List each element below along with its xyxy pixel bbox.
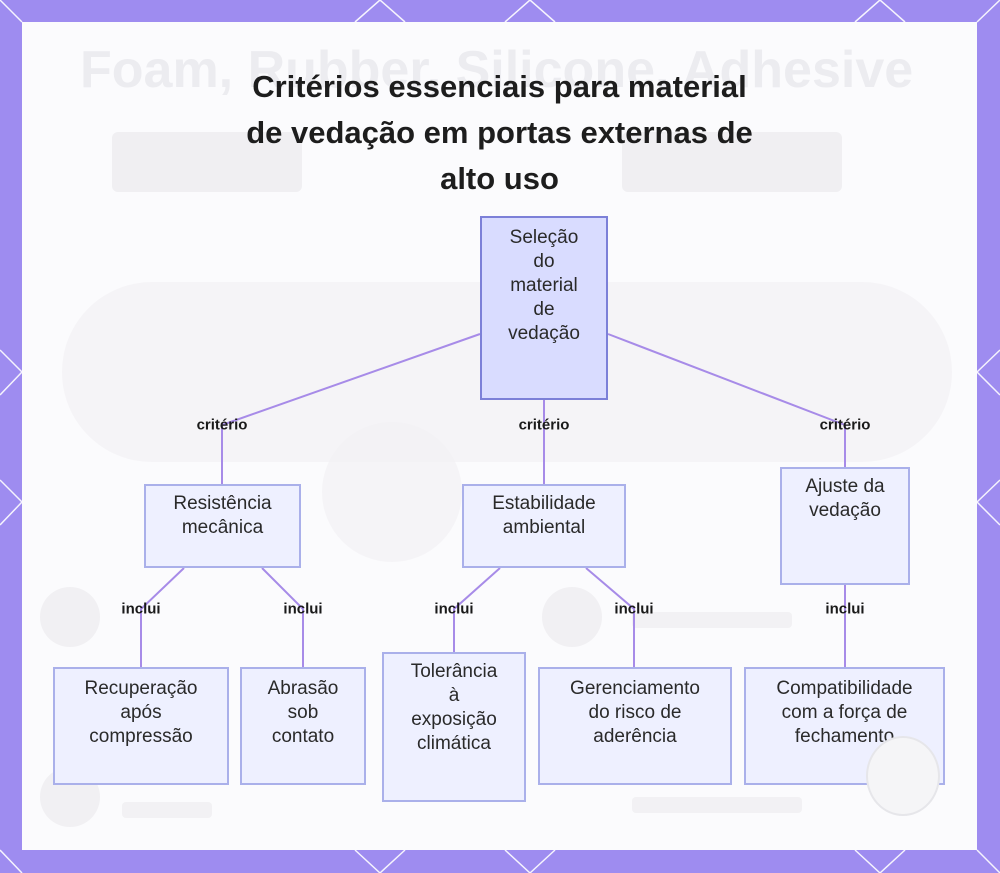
node-text-line: ambiental	[502, 517, 586, 538]
node-text-line: fechamento	[794, 726, 895, 747]
title-line: de vedação em portas externas de	[246, 115, 753, 150]
edge-criterion-2-detail-3	[453, 567, 501, 652]
edge-label-inclui: inclui	[434, 600, 474, 618]
node-text-line: Estabilidade	[492, 493, 596, 514]
background-ghost-block	[632, 612, 792, 628]
node-text-line: do risco de	[588, 702, 682, 723]
title-line: alto uso	[440, 161, 559, 196]
node-text-line: mecânica	[181, 517, 264, 538]
node-text-line: sob	[287, 702, 319, 723]
criterion-node-estabilidade: Estabilidade ambiental	[462, 484, 626, 568]
background-ghost-block	[542, 587, 602, 647]
background-ghost-block	[40, 587, 100, 647]
diagram-canvas: Foam, Rubber, Silicone, Adhesive Critéri…	[22, 22, 977, 850]
node-text-line: Resistência	[173, 493, 272, 514]
node-text-line: exposição	[411, 709, 497, 730]
root-node: Seleção do material de vedação	[480, 216, 608, 400]
watermark-logo	[866, 736, 940, 816]
detail-node-recuperacao: Recuperação após compressão	[53, 667, 229, 785]
node-text-line: de	[533, 299, 555, 320]
node-text-line: após	[120, 702, 162, 723]
node-text-line: Tolerância	[410, 661, 498, 682]
edge-label-inclui: inclui	[283, 600, 323, 618]
node-text-line: com a força de	[781, 702, 908, 723]
connector-lines	[140, 333, 846, 667]
background-ghost-block	[622, 132, 842, 192]
edge-criterion-1-detail-1	[140, 567, 185, 667]
edge-label-inclui: inclui	[614, 600, 654, 618]
edge-criterion-1-detail-2	[261, 567, 304, 667]
background-ghost-block	[632, 797, 802, 813]
edge-label-inclui: inclui	[121, 600, 161, 618]
node-text-line: contato	[271, 726, 335, 747]
criterion-node-resistencia: Resistência mecânica	[144, 484, 301, 568]
node-text-line: do	[533, 251, 555, 272]
node-text-line: Recuperação	[84, 678, 198, 699]
edge-label-criterio: critério	[196, 416, 248, 434]
node-text-line: material	[510, 275, 578, 296]
node-text-line: vedação	[508, 323, 580, 344]
edge-root-criterion-1	[221, 333, 481, 484]
detail-node-tolerancia: Tolerância à exposição climática	[382, 652, 526, 802]
edge-label-inclui: inclui	[825, 600, 865, 618]
detail-node-abrasao: Abrasão sob contato	[240, 667, 366, 785]
node-text-line: Compatibilidade	[776, 678, 913, 699]
title-line: Critérios essenciais para material	[252, 69, 747, 104]
background-ghost-text: Foam, Rubber, Silicone, Adhesive	[80, 41, 914, 99]
edge-label-criterio: critério	[518, 416, 570, 434]
node-text-line: à	[448, 685, 460, 706]
background-ghost-block	[122, 802, 212, 818]
edge-label-criterio: critério	[819, 416, 871, 434]
node-text-line: aderência	[593, 726, 677, 747]
edge-criterion-2-detail-4	[585, 567, 635, 667]
detail-node-gerenciamento: Gerenciamento do risco de aderência	[538, 667, 732, 785]
node-text-line: Abrasão	[267, 678, 339, 699]
background-ghost-block	[322, 422, 462, 562]
node-text-line: vedação	[809, 500, 881, 521]
node-text-line: compressão	[89, 726, 193, 747]
edge-root-criterion-3	[607, 333, 846, 467]
criterion-node-ajuste: Ajuste da vedação	[780, 467, 910, 585]
node-text-line: Gerenciamento	[570, 678, 700, 699]
diagram-title: Critérios essenciais para material de ve…	[222, 64, 777, 202]
node-text-line: Ajuste da	[805, 476, 885, 497]
background-ghost-block	[112, 132, 302, 192]
node-text-line: Seleção	[509, 227, 579, 248]
node-text-line: climática	[417, 733, 491, 754]
